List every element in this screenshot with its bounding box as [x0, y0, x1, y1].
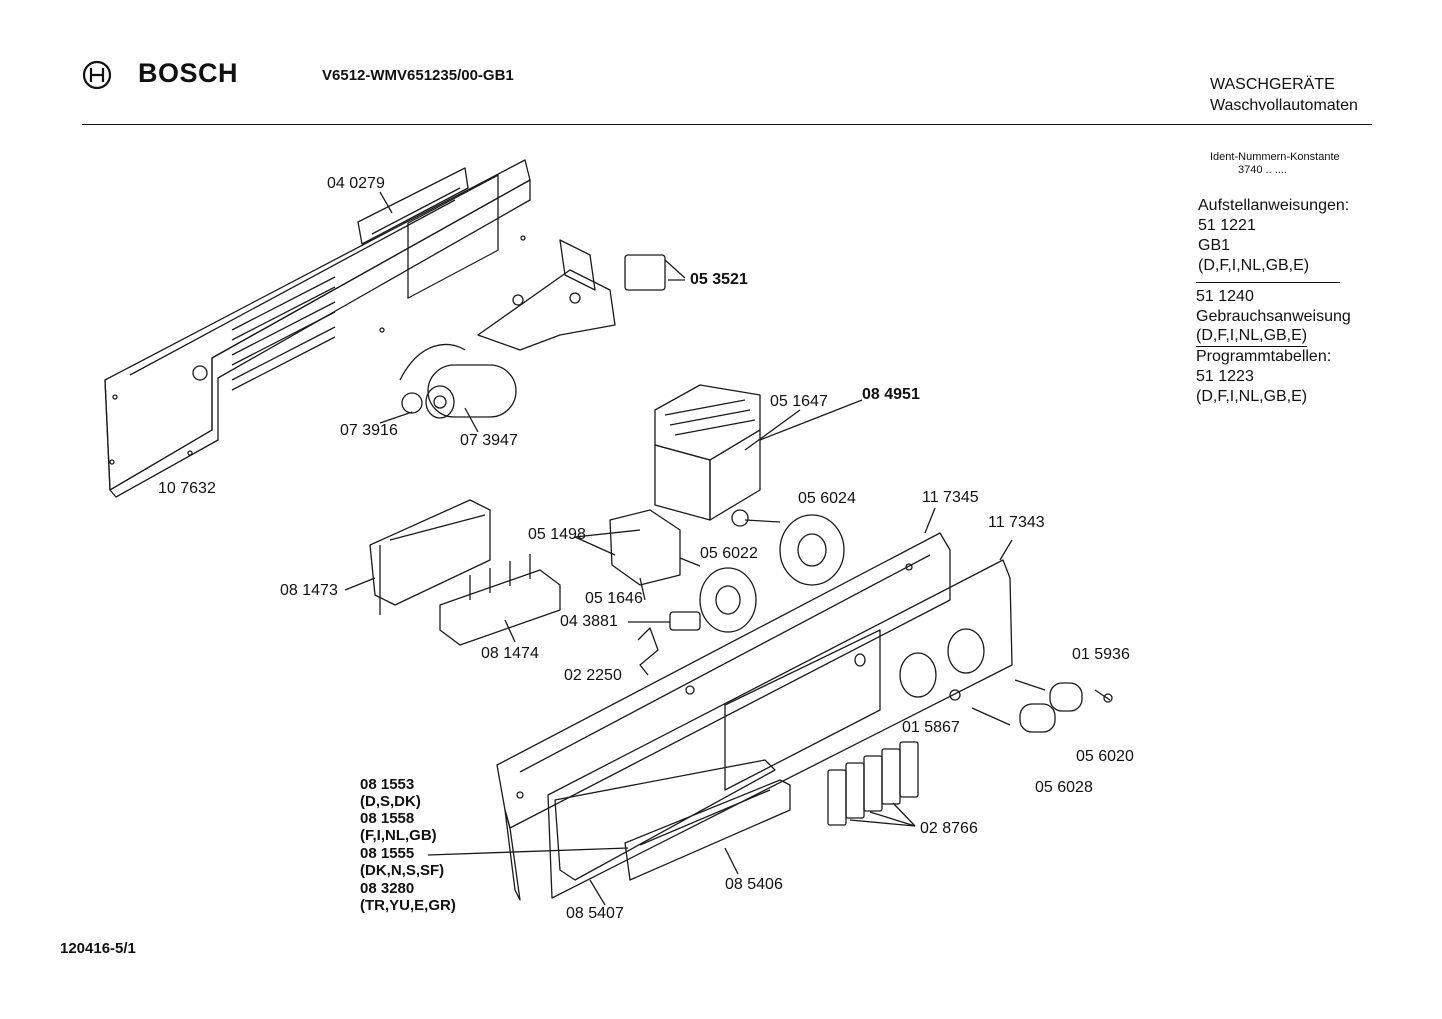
header-divider	[82, 124, 1372, 125]
part-label: 07 3947	[460, 432, 518, 449]
drawing-number: 120416-5/1	[60, 940, 136, 957]
part-label: 04 3881	[560, 613, 618, 630]
variant-countries: (F,I,NL,GB)	[360, 827, 437, 844]
install-number: 51 1221	[1198, 217, 1256, 234]
model-number: V6512-WMV651235/00-GB1	[322, 67, 514, 84]
rear-panel-drawing	[104, 159, 531, 498]
part-label: 05 1647	[770, 393, 828, 410]
variant-countries: (D,S,DK)	[360, 793, 421, 810]
ident-title: Ident-Nummern-Konstante	[1210, 151, 1340, 163]
rotary-knobs-drawing	[949, 679, 1113, 733]
part-label: 11 7345	[922, 489, 979, 506]
part-label: 01 5867	[902, 719, 960, 736]
part-label: 07 3916	[340, 422, 398, 439]
manual-countries: (D,F,I,NL,GB,E)	[1196, 326, 1308, 347]
part-label: 11 7343	[988, 514, 1045, 531]
part-label: 05 6024	[798, 490, 856, 507]
part-label: 04 0279	[327, 175, 385, 192]
install-title: Aufstellanweisungen:	[1198, 197, 1350, 214]
part-label: 08 4951	[862, 386, 920, 403]
part-label: 08 1474	[481, 645, 539, 662]
lamp-drawing	[628, 611, 701, 676]
variant-countries: (DK,N,S,SF)	[360, 862, 445, 879]
install-variant: GB1	[1198, 237, 1231, 254]
bosch-armature-icon	[82, 60, 112, 90]
selector-switch-drawing	[574, 509, 701, 601]
variant-part: 08 1558	[360, 810, 415, 827]
variant-leader-line	[427, 847, 629, 856]
capacitor-drawing	[379, 343, 517, 433]
manual-number: 51 1240	[1196, 288, 1254, 305]
frame-drawing	[344, 499, 491, 615]
ident-value: 3740 .. ....	[1238, 164, 1287, 176]
manual-title: Gebrauchsanweisung	[1196, 308, 1351, 325]
mounting-plate-drawing	[477, 239, 616, 351]
part-label: 02 8766	[920, 820, 978, 837]
program-title: Programmtabellen:	[1196, 348, 1332, 365]
part-label: 02 2250	[564, 667, 622, 684]
part-label: 05 6022	[700, 545, 758, 562]
variant-part: 08 1555	[360, 845, 415, 862]
disc-knobs-drawing	[699, 514, 845, 633]
display-window-drawing	[554, 759, 791, 906]
product-category: WASCHGERÄTE	[1210, 76, 1335, 93]
timer-unit-drawing	[654, 384, 863, 527]
variant-countries: (TR,YU,E,GR)	[360, 897, 456, 914]
part-label: 05 3521	[690, 271, 748, 288]
bracket-drawing	[357, 167, 469, 245]
control-panel-drawing	[496, 507, 951, 901]
part-label: 01 5936	[1072, 646, 1130, 663]
fascia-drawing	[547, 539, 1013, 899]
part-label: 08 5406	[725, 876, 783, 893]
sidebar-divider	[1196, 282, 1340, 283]
part-label: 08 1473	[280, 582, 338, 599]
part-label: 10 7632	[158, 480, 216, 497]
program-number: 51 1223	[1196, 368, 1254, 385]
variant-part: 08 1553	[360, 776, 415, 793]
part-label: 08 5407	[566, 905, 624, 922]
install-countries: (D,F,I,NL,GB,E)	[1198, 257, 1310, 274]
brand-name: BOSCH	[138, 58, 239, 88]
program-countries: (D,F,I,NL,GB,E)	[1196, 388, 1308, 405]
variant-part: 08 3280	[360, 880, 415, 897]
part-label: 05 6020	[1076, 748, 1134, 765]
connector-block-drawing	[439, 554, 561, 646]
switch-drawing	[624, 254, 686, 291]
part-label: 05 1646	[585, 590, 643, 607]
pushbuttons-drawing	[827, 741, 919, 827]
product-subcategory: Waschvollautomaten	[1210, 97, 1358, 114]
part-label: 05 6028	[1035, 779, 1093, 796]
part-label: 05 1498	[528, 526, 586, 543]
